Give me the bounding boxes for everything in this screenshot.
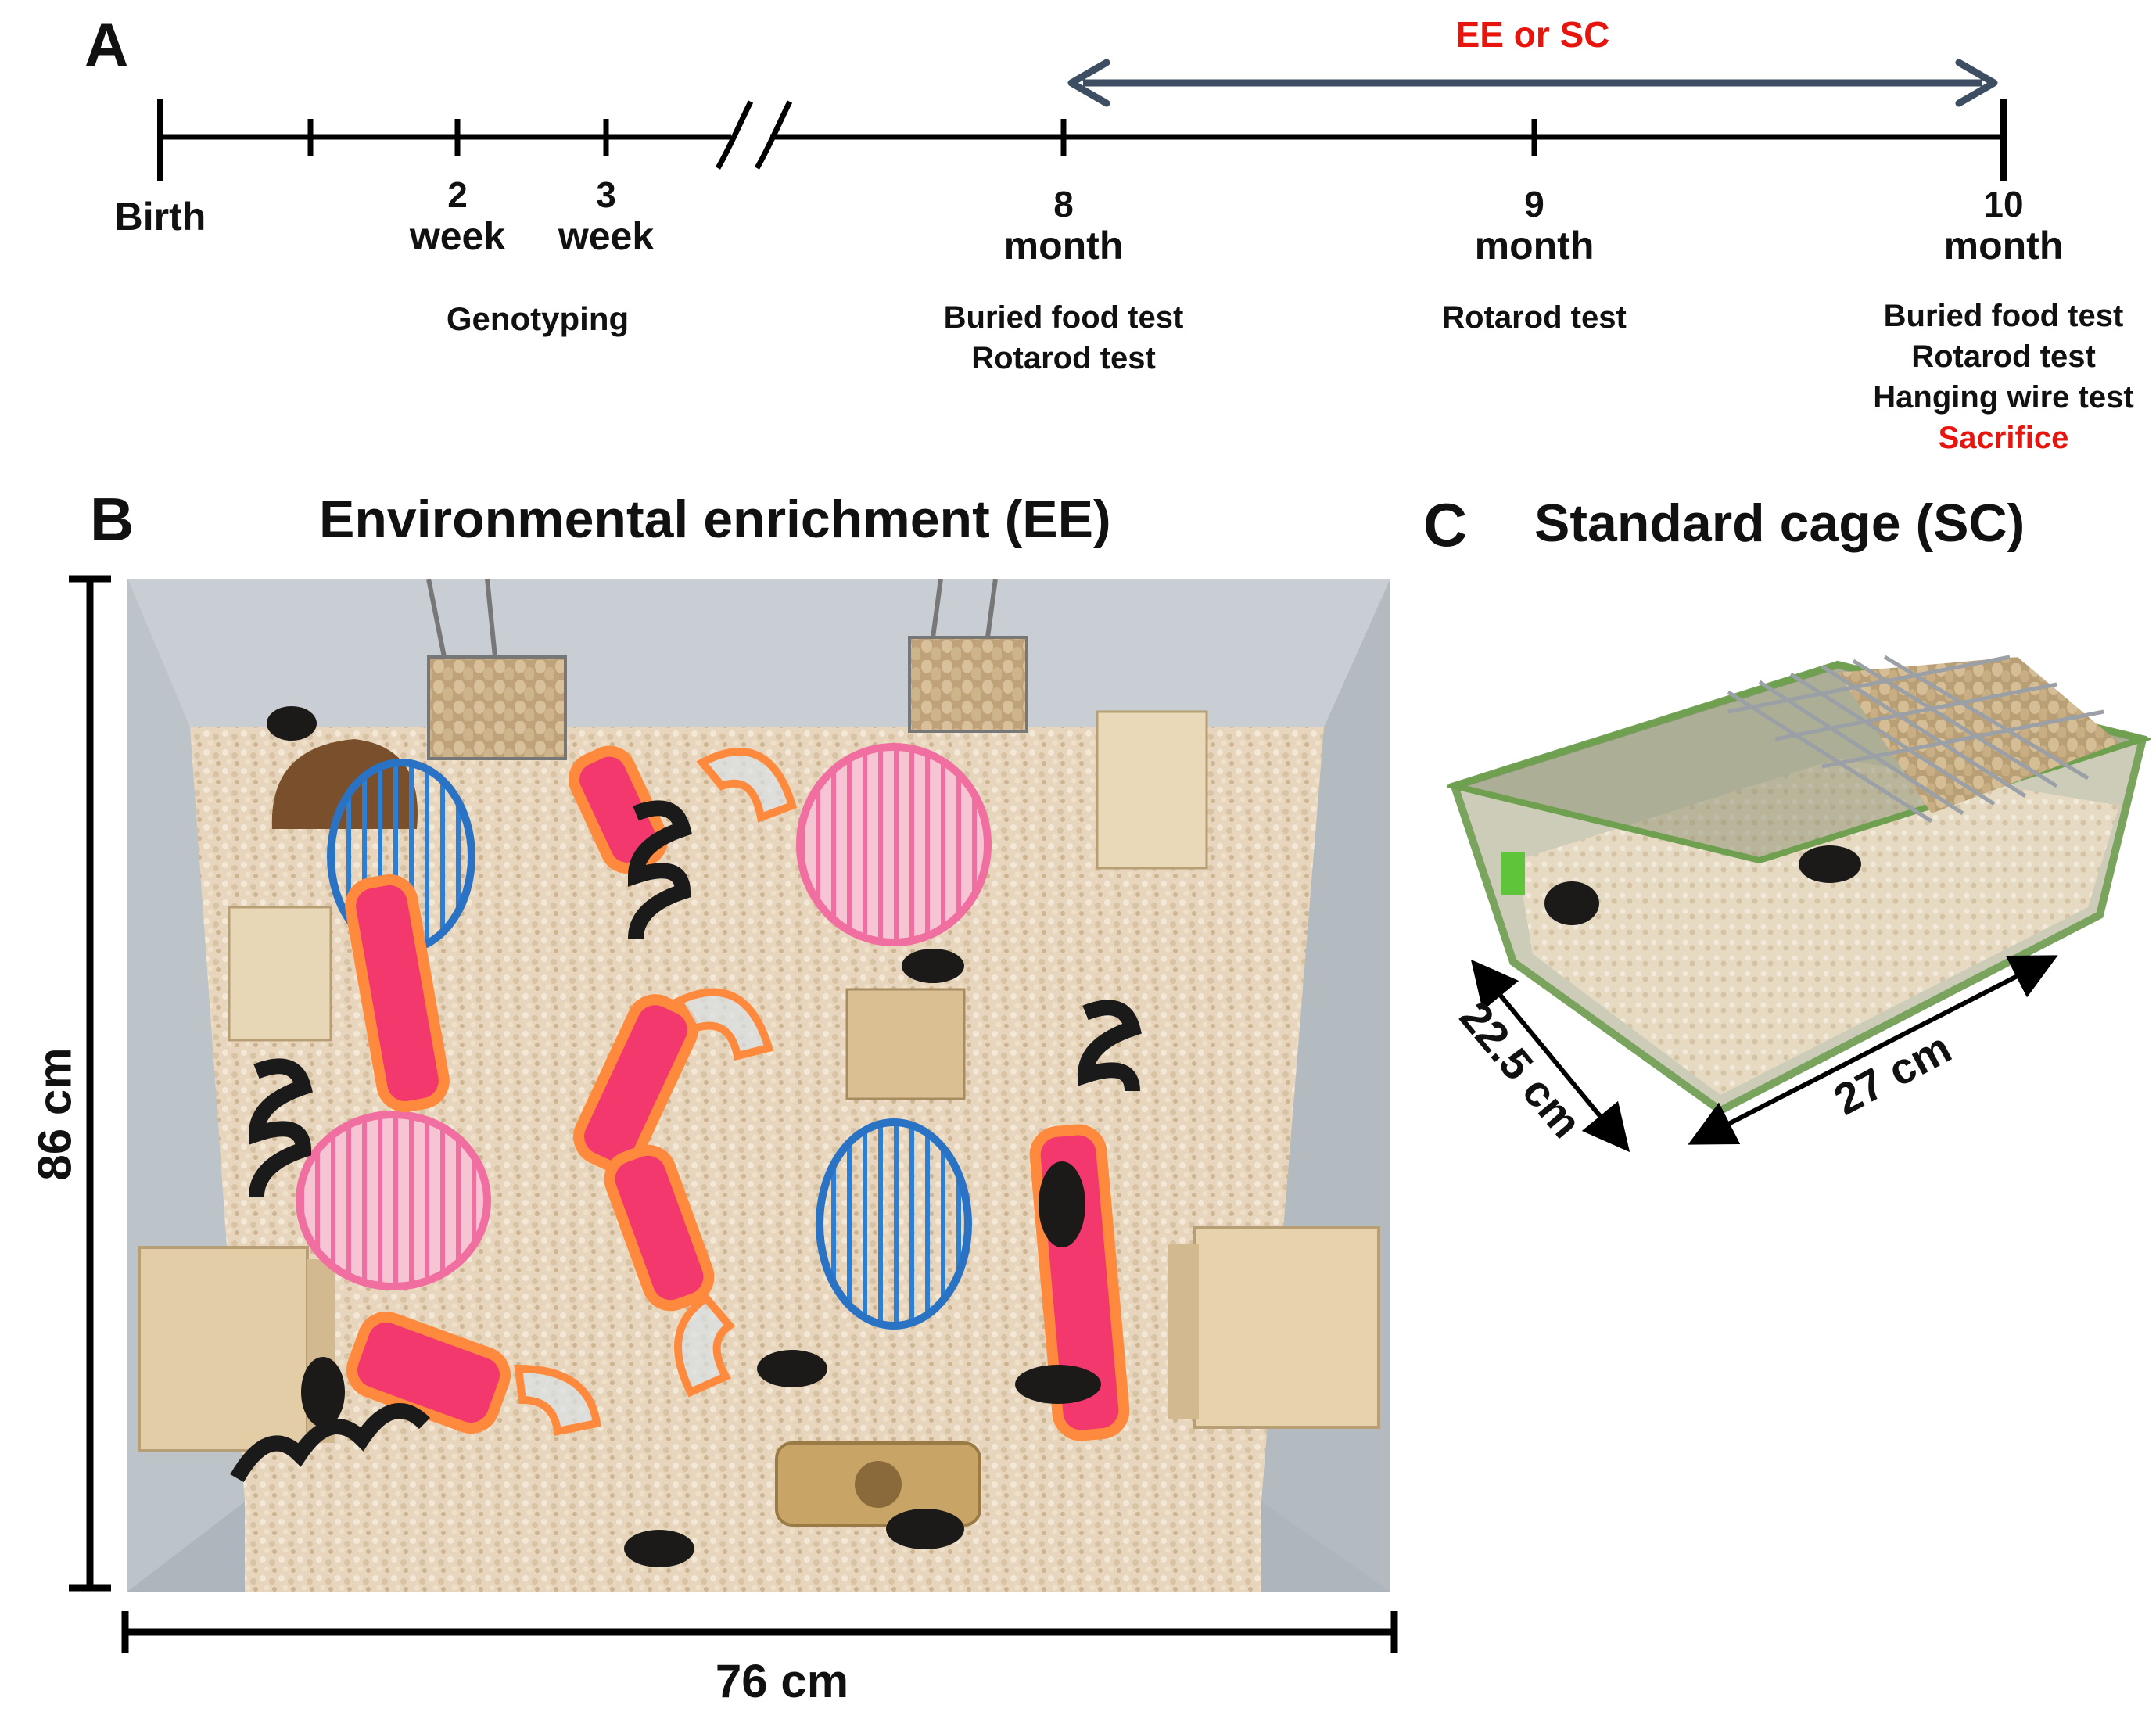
tests-10-month: Buried food test Rotarod test Hanging wi… [1855,296,2152,458]
tick-unit: month [1003,223,1124,267]
test-item: Buried food test [1883,299,2124,333]
tick-label-3-week: 3 week [528,174,684,258]
ee-height-label: 86 cm [28,1047,81,1181]
ee-cage-photo [127,579,1390,1592]
tick-label-8-month: 8 month [946,184,1181,267]
tick-number: 10 [1983,184,2024,224]
test-item: Rotarod test [1911,339,2096,374]
ee-dimension-lines [69,575,1398,1653]
axis-break-mark [715,100,754,170]
condition-arrow-head-left [1067,59,1110,107]
test-item: Rotarod test [1442,300,1627,335]
tick-unit: week [409,214,506,258]
ee-width-label: 76 cm [715,1655,849,1707]
tests-9-month: Rotarod test [1378,297,1691,338]
tick-unit: month [1943,223,2064,267]
timeline-graphic [157,59,2007,181]
condition-label: EE or SC [1455,14,1610,55]
panel-letter-c: C [1423,490,1468,559]
tick-unit: month [1474,223,1595,267]
tick-number: 9 [1524,184,1544,224]
tick-number: 8 [1053,184,1074,224]
tick-unit: week [558,214,655,258]
tick-label-9-month: 9 month [1417,184,1652,267]
panel-letter-b: B [90,485,135,554]
genotyping-label: Genotyping [446,300,630,337]
tick-label-2-week: 2 week [379,174,536,258]
tick-label-10-month: 10 month [1886,184,2121,267]
tests-8-month: Buried food test Rotarod test [907,297,1220,379]
test-item: Rotarod test [971,341,1156,375]
ee-title: Environmental enrichment (EE) [319,490,1111,549]
test-item: Hanging wire test [1873,380,2134,415]
condition-arrow-head-right [1955,59,1998,107]
test-item: Buried food test [943,300,1184,335]
sc-title: Standard cage (SC) [1534,494,2025,553]
sc-dimension-arrows [1470,955,2058,1153]
tick-number: 3 [596,174,616,215]
birth-label: Birth [114,195,206,239]
sacrifice-label: Sacrifice [1938,421,2069,455]
panel-letter-a: A [84,10,129,79]
axis-break-mark [754,100,793,170]
tick-number: 2 [447,174,468,215]
